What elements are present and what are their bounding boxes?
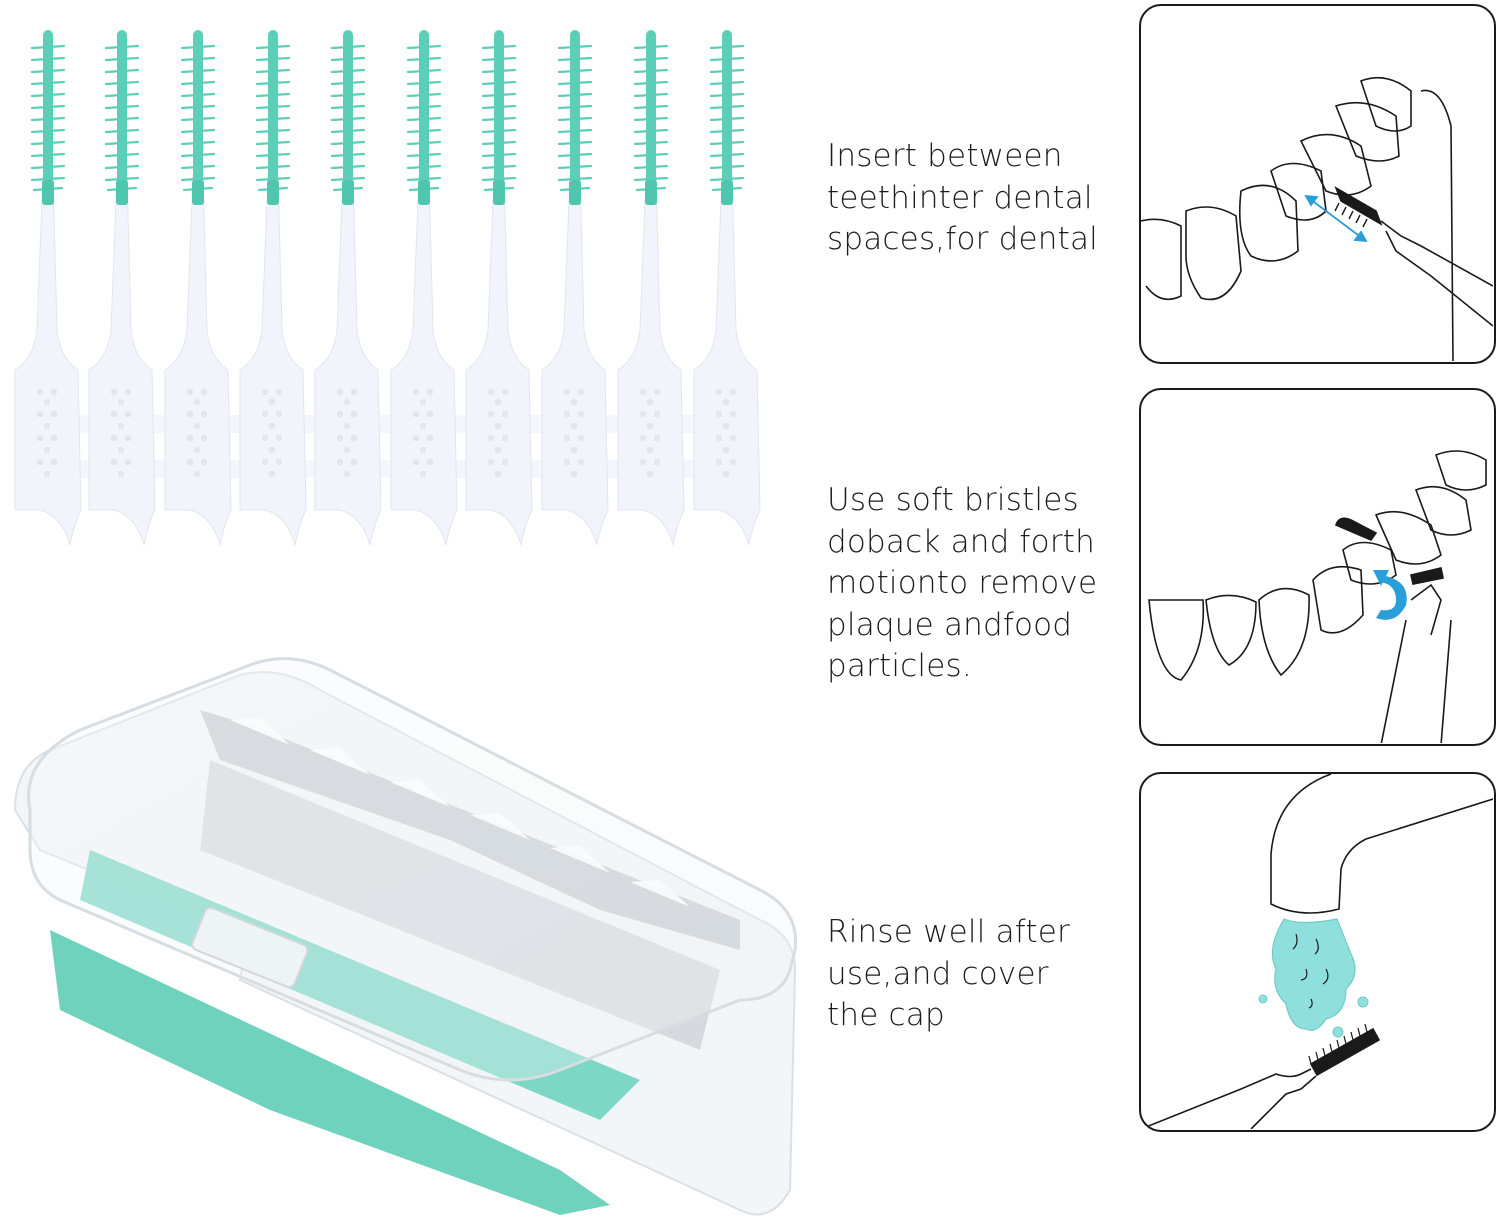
step-2-illustration xyxy=(1139,388,1496,746)
brush-tool-icon xyxy=(1141,1023,1381,1129)
step-1-illustration xyxy=(1139,4,1496,364)
teeth-icon xyxy=(1148,450,1487,681)
brush-row-photo xyxy=(0,0,800,560)
faucet-icon xyxy=(1270,774,1493,914)
brush-5 xyxy=(315,30,381,545)
curved-arrow-icon xyxy=(1373,570,1407,620)
teeth-icon xyxy=(1141,76,1454,361)
water-stream-icon xyxy=(1258,918,1369,1038)
step-1-caption: Insert between teethinter dental spaces,… xyxy=(827,138,1098,257)
brush-8 xyxy=(542,30,608,545)
brush-7 xyxy=(466,30,532,545)
brush-1 xyxy=(15,30,81,545)
brush-3 xyxy=(165,30,231,545)
brush-9 xyxy=(618,30,684,545)
double-arrow-icon xyxy=(1304,194,1368,243)
step-2-caption: Use soft bristles doback and forth motio… xyxy=(827,482,1098,684)
step-3-illustration xyxy=(1139,772,1496,1132)
brush-2 xyxy=(89,30,155,545)
brush-4 xyxy=(240,30,306,545)
storage-case-photo xyxy=(0,650,800,1220)
brush-6 xyxy=(391,30,457,545)
step-3-caption: Rinse well after use,and cover the cap xyxy=(827,914,1070,1033)
brush-tool-icon xyxy=(1335,517,1452,743)
brush-tool-icon xyxy=(1334,186,1493,327)
brush-10 xyxy=(694,30,760,545)
